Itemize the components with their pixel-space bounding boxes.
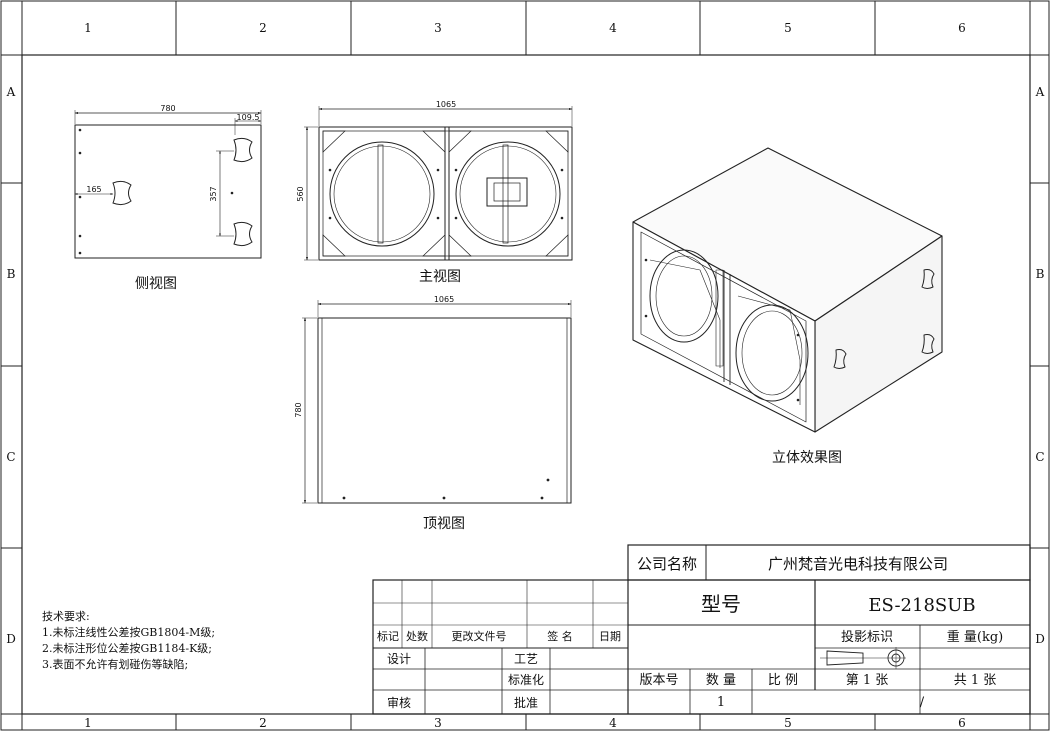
row-label-left: C [6, 450, 15, 464]
rev-header: 更改文件号 [452, 629, 507, 643]
col-label-bottom: 2 [259, 716, 267, 730]
projection-label: 投影标识 [841, 629, 893, 645]
title-block-text: 公司名称 广州梵音光电科技有限公司 型号 ES-218SUB 标记 处数 更改文… [377, 555, 1003, 710]
front-width-dim: 1065 [436, 100, 456, 109]
side-view-label: 侧视图 [135, 276, 177, 292]
rev-header: 签 名 [547, 629, 573, 643]
tech-notes-title: 技术要求: [42, 610, 90, 623]
iso-view [632, 147, 943, 433]
model-value: ES-218SUB [868, 595, 975, 616]
review-label: 审核 [387, 695, 411, 710]
top-view-dims: 1065 780 顶视图 [294, 295, 465, 532]
side-handle-gap-dim: 357 [209, 186, 218, 201]
standard-label: 标准化 [508, 673, 544, 687]
company-name: 广州梵音光电科技有限公司 [768, 555, 948, 573]
side-handle-x-dim: 165 [86, 185, 101, 194]
tech-note-item: 3.表面不允许有划碰伤等缺陷; [42, 657, 188, 671]
company-label: 公司名称 [637, 555, 697, 573]
top-depth-dim: 780 [294, 402, 303, 417]
iso-view-label: 立体效果图 [772, 450, 842, 466]
col-label-top: 6 [958, 21, 966, 35]
front-view-dims: 1065 560 主视图 [296, 100, 461, 285]
tech-notes: 技术要求: 1.未标注线性公差按GB1804-M级; 2.未标注形位公差按GB1… [42, 610, 215, 671]
col-label-top: 2 [259, 21, 267, 35]
front-view [304, 106, 573, 261]
row-label-left: D [6, 632, 16, 646]
row-label-right: A [1035, 85, 1045, 99]
sheet-number: 第 1 张 [846, 673, 889, 688]
row-label-right: D [1035, 632, 1045, 646]
rev-header: 标记 [377, 629, 399, 643]
side-right-dim: 109.5 [237, 113, 260, 122]
col-label-bottom: 4 [609, 716, 617, 730]
version-label: 版本号 [639, 673, 678, 688]
col-label-bottom: 1 [84, 716, 92, 730]
front-height-dim: 560 [296, 186, 305, 201]
side-view [74, 110, 262, 259]
weight-slash: / [920, 695, 925, 710]
quantity-label: 数 量 [706, 673, 736, 688]
row-label-left: B [7, 267, 16, 281]
col-label-top: 4 [609, 21, 617, 35]
row-label-right: B [1036, 267, 1045, 281]
zone-labels: 1 2 3 4 5 6 1 2 3 4 5 6 A B C D A B C D [6, 21, 1045, 730]
quantity-value: 1 [717, 695, 725, 710]
top-view-label: 顶视图 [423, 516, 465, 532]
sheet-total: 共 1 张 [954, 673, 997, 688]
tech-note-item: 1.未标注线性公差按GB1804-M级; [42, 625, 215, 639]
rev-header: 日期 [599, 630, 621, 643]
col-label-bottom: 6 [958, 716, 966, 730]
row-label-right: C [1035, 450, 1044, 464]
rev-header: 处数 [406, 630, 428, 643]
col-label-bottom: 3 [434, 716, 442, 730]
craft-label: 工艺 [514, 652, 538, 666]
front-view-label: 主视图 [419, 269, 461, 285]
col-label-top: 1 [84, 21, 92, 35]
design-label: 设计 [387, 652, 411, 666]
scale-label: 比 例 [768, 673, 798, 688]
weight-label: 重 量(kg) [947, 629, 1003, 645]
row-label-left: A [6, 85, 16, 99]
col-label-bottom: 5 [784, 716, 792, 730]
col-label-top: 3 [434, 21, 442, 35]
approve-label: 批准 [514, 695, 538, 710]
tech-note-item: 2.未标注形位公差按GB1184-K级; [42, 641, 212, 655]
side-width-dim: 780 [160, 104, 175, 113]
top-width-dim: 1065 [434, 295, 454, 304]
top-view [302, 300, 572, 504]
side-view-dims: 780 109.5 165 357 侧视图 [86, 104, 259, 292]
title-block [372, 544, 1031, 715]
model-label: 型号 [701, 592, 741, 616]
col-label-top: 5 [784, 21, 792, 35]
iso-view-text: 立体效果图 [772, 450, 842, 466]
